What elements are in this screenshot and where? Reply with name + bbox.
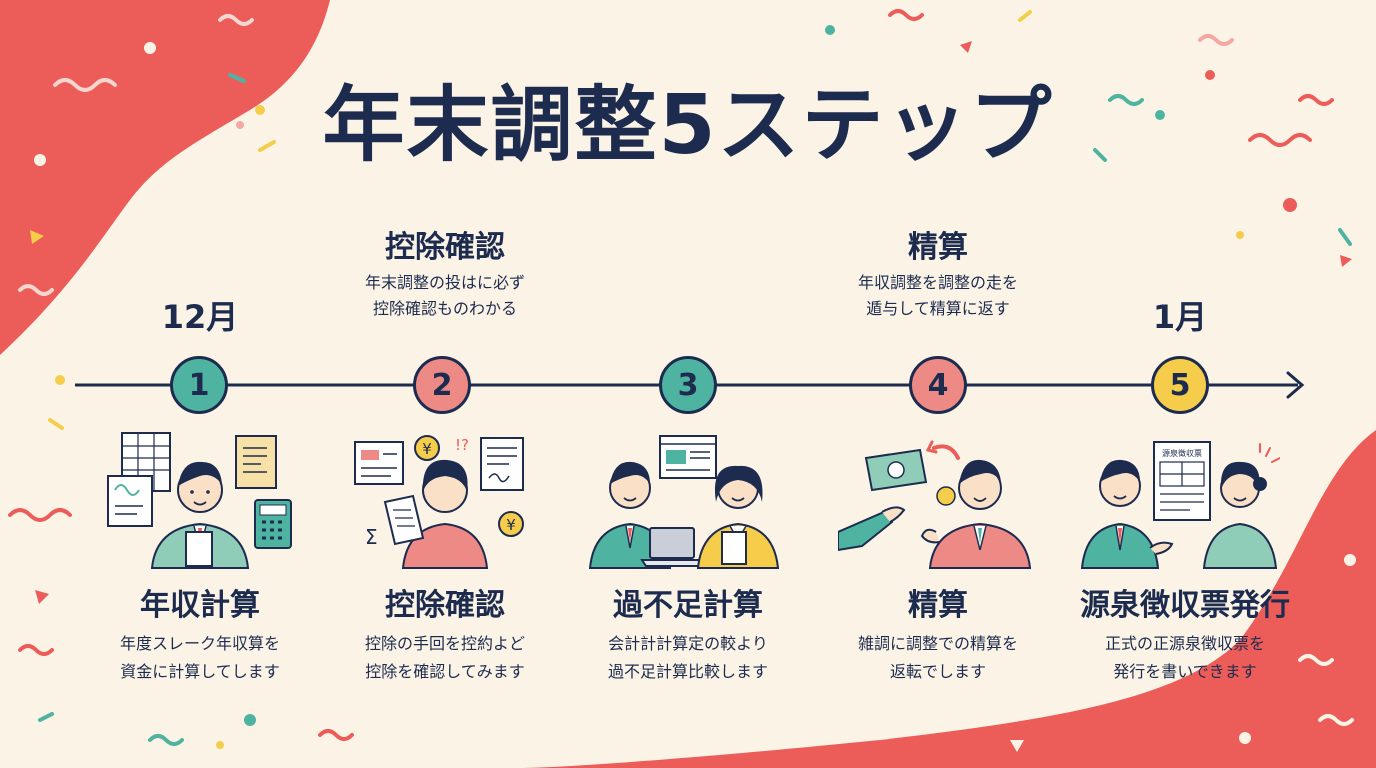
step-number-2: 2 (413, 356, 471, 414)
person-woman-yellow (696, 465, 780, 569)
person-reviewer (383, 459, 489, 569)
illustration-income-calculation (107, 432, 292, 569)
reaching-hand (838, 506, 906, 552)
laptop-icon (640, 527, 704, 567)
step-number-4: 4 (909, 356, 967, 414)
confetti (8, 9, 1354, 746)
illustration-withholding-slip: 源泉徴収票 (1080, 441, 1280, 569)
step-title-1: 年収計算 (140, 588, 260, 623)
page-title: 年末調整5ステップ (322, 78, 1054, 173)
step-desc-3: 会計計計算定の較より 過不足計算比較します (607, 634, 768, 681)
contract-document-icon (480, 437, 524, 491)
banknote-icon (864, 448, 928, 492)
person-accountant (150, 461, 250, 569)
sigma-icon: Σ (365, 525, 378, 549)
step-number-5: 5 (1151, 356, 1209, 414)
top-note-title-deduction: 控除確認 (385, 230, 505, 265)
person-man-issuer (1080, 459, 1160, 569)
svg-text:¥: ¥ (506, 516, 516, 534)
step-desc-4: 雑調に調整での精算を 返転でします (857, 634, 1018, 681)
chart-document-icon (354, 441, 404, 485)
confetti-triangles (30, 41, 1352, 752)
person-receiver (920, 459, 1032, 569)
handshake-hand (1149, 541, 1174, 555)
yen-coin-icon: ¥ ¥ (414, 435, 524, 537)
spreadsheet-icon (107, 432, 171, 527)
step-title-4: 精算 (908, 588, 968, 623)
top-note-desc-deduction: 年末調整の投はに必ず 控除確認ものわかる (364, 273, 525, 318)
step-number-3: 3 (659, 356, 717, 414)
step-desc-2: 控除の手回を控約よど 控除を確認してみます (364, 634, 525, 681)
coin-icon (936, 486, 956, 506)
illustration-difference-calculation (588, 435, 780, 569)
step-title-2: 控除確認 (385, 588, 505, 623)
illustration-deduction-check: ¥ ¥ !? Σ (354, 435, 524, 569)
step-desc-1: 年度スレーク年収算を 資金に計算してします (119, 634, 280, 681)
step-desc-5: 正式の正源泉徴収票を 発行を書いできます (1104, 634, 1265, 681)
person-woman-recipient (1202, 443, 1280, 569)
browser-window-icon (659, 435, 717, 479)
calculator-icon (254, 499, 292, 549)
timeline-arrowhead (1286, 371, 1305, 399)
document-icon (235, 435, 277, 489)
slip-heading: 源泉徴収票 (1162, 448, 1202, 458)
step-title-3: 過不足計算 (613, 588, 763, 623)
top-note-desc-settlement: 年収調整を調整の走を 遁与して精算に返す (857, 273, 1018, 318)
svg-text:¥: ¥ (422, 440, 432, 458)
confetti-dots (34, 25, 1356, 749)
coral-blob-bottom-right (520, 430, 1376, 768)
step-number-1: 1 (170, 356, 228, 414)
return-arrow-icon (932, 444, 960, 460)
withholding-slip-document: 源泉徴収票 (1153, 441, 1211, 521)
question-mark-icon: !? (455, 436, 469, 454)
top-note-title-settlement: 精算 (908, 230, 968, 265)
illustration-settlement (838, 440, 1032, 569)
month-label-december: 12月 (161, 298, 239, 336)
step-title-5: 源泉徴収票発行 (1080, 588, 1290, 623)
month-label-january: 1月 (1152, 298, 1208, 336)
